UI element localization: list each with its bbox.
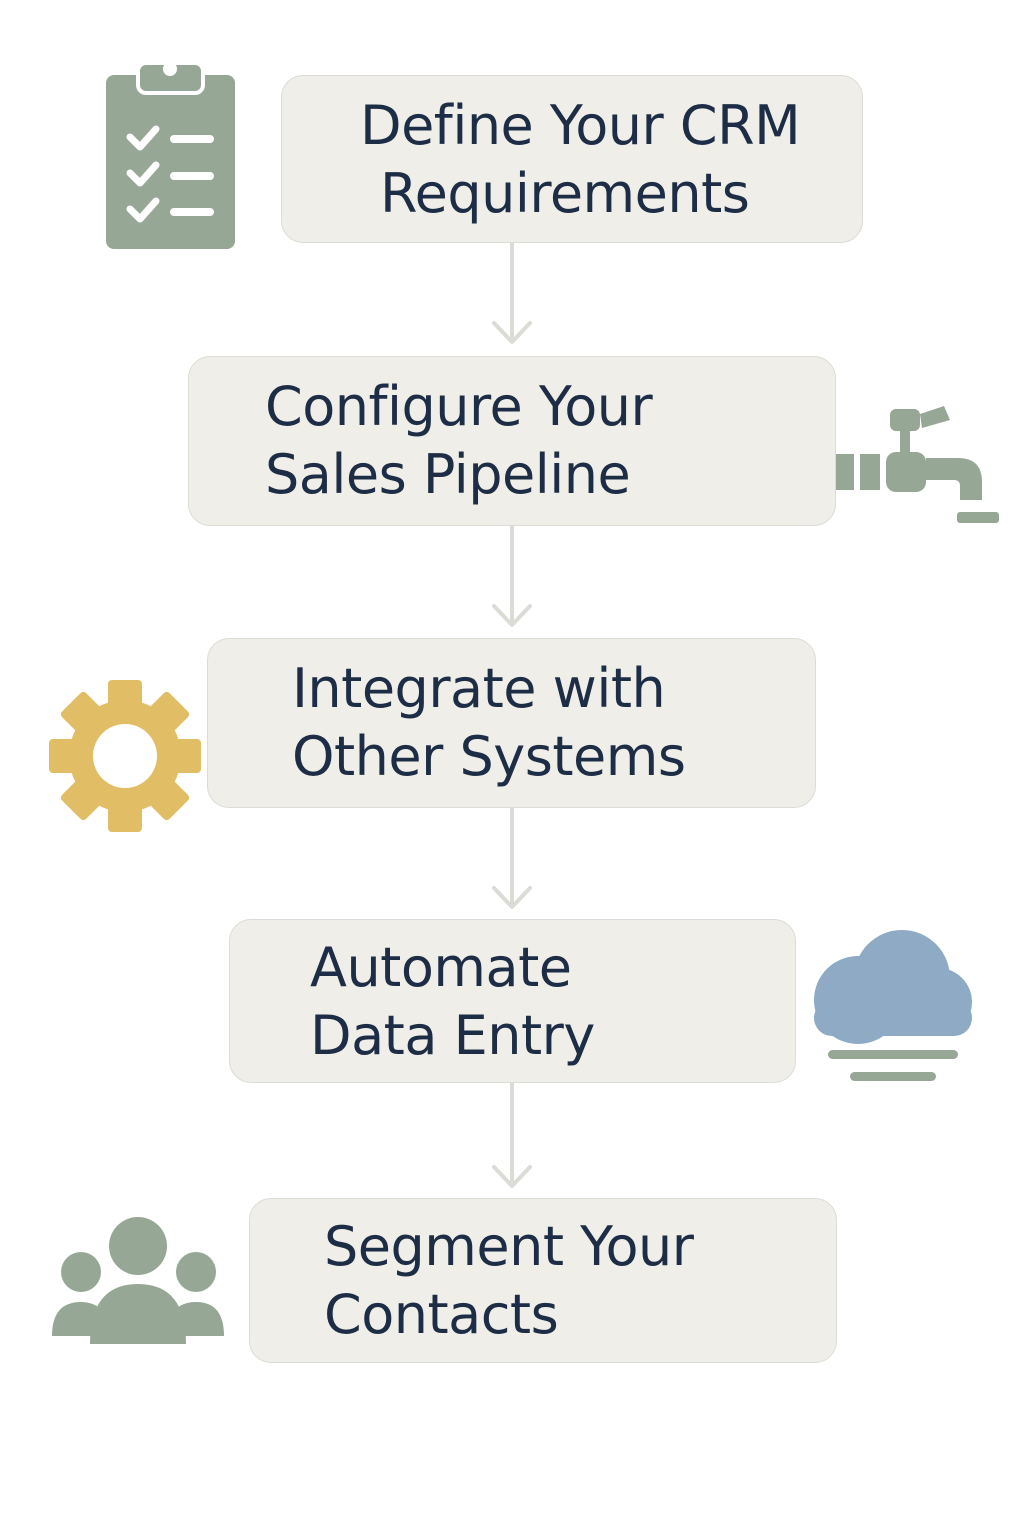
step-label-line2: Sales Pipeline — [265, 443, 631, 506]
step-label-line1: Segment Your — [324, 1215, 694, 1278]
step-box-automate-data-entry: Automate Data Entry — [229, 919, 796, 1083]
clipboard-checklist-icon — [106, 61, 235, 249]
faucet-pipeline-icon — [836, 406, 999, 523]
step-box-segment-contacts: Segment Your Contacts — [249, 1198, 837, 1363]
flow-arrow-4 — [492, 1083, 532, 1188]
step-label: Configure Your Sales Pipeline — [265, 373, 653, 509]
flow-arrow-2 — [492, 526, 532, 627]
cloud-icon — [814, 930, 972, 1081]
flow-arrow-3 — [492, 808, 532, 909]
group-people-icon — [52, 1217, 224, 1344]
step-label-line2: Data Entry — [310, 1004, 595, 1067]
step-label-line1: Integrate with — [292, 657, 666, 720]
step-label-line1: Automate — [310, 936, 572, 999]
step-label-line2: Other Systems — [292, 725, 686, 788]
flow-arrow-1 — [492, 243, 532, 344]
step-label: Segment Your Contacts — [324, 1213, 694, 1349]
step-box-configure-pipeline: Configure Your Sales Pipeline — [188, 356, 836, 526]
step-label: Integrate with Other Systems — [292, 655, 686, 791]
step-box-define-requirements: Define Your CRM Requirements — [281, 75, 863, 243]
gear-icon — [49, 680, 201, 832]
step-label-line2: Requirements — [380, 162, 750, 225]
step-label-line1: Configure Your — [265, 375, 653, 438]
step-label: Define Your CRM Requirements — [360, 92, 801, 228]
step-label: Automate Data Entry — [310, 934, 595, 1070]
step-label-line1: Define Your CRM — [360, 94, 801, 157]
step-label-line2: Contacts — [324, 1283, 559, 1346]
step-box-integrate-systems: Integrate with Other Systems — [207, 638, 816, 808]
